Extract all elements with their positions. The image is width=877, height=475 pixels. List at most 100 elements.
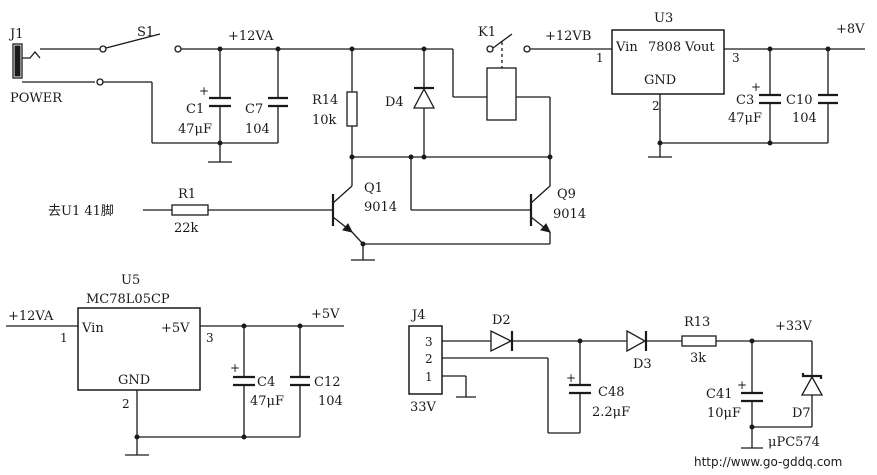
capacitor-c10 (818, 49, 838, 143)
label-u5-part: MC78L05CP (86, 292, 170, 307)
resistor-r1 (143, 204, 333, 216)
junction-dot (360, 241, 366, 247)
u5-out: +5V (161, 321, 190, 336)
relay-k1 (452, 33, 612, 157)
diode-d4 (412, 49, 436, 157)
capacitor-c4 (233, 326, 255, 437)
junction-dot (767, 46, 773, 52)
label-u3: U3 (654, 11, 673, 26)
label-c4-value: 47μF (250, 394, 284, 409)
u3-vin: Vin (615, 40, 638, 55)
label-d7: D7 (792, 406, 811, 421)
label-c4: C4 (257, 375, 275, 390)
capacitor-c7 (268, 49, 288, 143)
junction-dot (217, 46, 223, 52)
j4-pin3: 3 (425, 335, 433, 349)
resistor-r14 (346, 49, 358, 157)
label-d7-part: μPC574 (768, 435, 820, 450)
label-12va-top: +12VA (228, 29, 274, 44)
label-u5: U5 (121, 273, 140, 288)
label-q9: Q9 (557, 187, 576, 202)
junction-dot (217, 140, 223, 146)
label-power: POWER (10, 91, 63, 106)
junction-dot (134, 434, 140, 440)
u5-pin2: 2 (122, 397, 130, 411)
label-33v: +33V (775, 319, 812, 334)
capacitor-c41 (741, 341, 812, 449)
c1-plus: + (199, 84, 209, 98)
junction-dot (577, 338, 583, 344)
label-d4: D4 (385, 95, 404, 110)
label-8v: +8V (836, 22, 865, 37)
label-c48-value: 2.2μF (592, 405, 630, 420)
u3-part: 7808 (648, 40, 681, 55)
label-d3: D3 (633, 357, 652, 372)
u3-vout: Vout (684, 40, 715, 55)
diode-d3 (626, 329, 682, 353)
transistor-q9 (363, 157, 551, 245)
label-r1: R1 (178, 187, 196, 202)
c4-plus: + (230, 361, 240, 375)
label-5v: +5V (311, 307, 340, 322)
u5-gnd: GND (118, 373, 150, 388)
connector-j4 (408, 325, 580, 434)
c41-plus: + (737, 378, 747, 392)
label-j4: J4 (410, 308, 425, 323)
junction-dot (421, 154, 427, 160)
junction-dot (421, 46, 427, 52)
label-c1: C1 (186, 102, 204, 117)
capacitor-c48 (569, 341, 591, 433)
label-j1: J1 (8, 27, 23, 42)
transistor-q1 (331, 183, 375, 261)
junction-dot (241, 434, 247, 440)
junction-dot (657, 140, 663, 146)
junction-dot (275, 46, 281, 52)
switch-s1 (105, 33, 161, 49)
u3-pin3: 3 (732, 51, 740, 65)
capacitor-c1 (208, 49, 232, 163)
junction-dot (749, 424, 755, 430)
label-r13-value: 3k (690, 351, 706, 366)
junction-dot (547, 154, 553, 160)
junction-dot (825, 46, 831, 52)
label-12va-left: +12VA (8, 309, 54, 324)
label-to-u1-pin41: 去U1 41脚 (48, 203, 114, 219)
label-q1: Q1 (364, 181, 383, 196)
resistor-r13 (681, 335, 812, 347)
label-c48: C48 (598, 385, 625, 400)
junction-dot (241, 323, 247, 329)
u5-pin1: 1 (60, 331, 68, 345)
label-r14-value: 10k (312, 113, 337, 128)
c48-plus: + (566, 371, 576, 385)
junction-dot (749, 338, 755, 344)
zener-d7 (800, 341, 824, 427)
j4-pin2: 2 (425, 352, 433, 366)
u3-pin2: 2 (652, 99, 660, 113)
label-c41: C41 (706, 387, 733, 402)
label-d2: D2 (492, 313, 511, 328)
label-r14: R14 (312, 93, 338, 108)
j4-pin1: 1 (425, 370, 433, 384)
u3-pin1: 1 (596, 51, 604, 65)
u3-gnd: GND (644, 73, 676, 88)
junction-dot (767, 140, 773, 146)
label-c7-value: 104 (245, 122, 270, 137)
junction-dot (297, 323, 303, 329)
junction-dot (349, 46, 355, 52)
label-c3: C3 (736, 93, 754, 108)
label-c41-value: 10μF (707, 406, 741, 421)
label-q9-part: 9014 (553, 207, 586, 222)
label-c7: C7 (245, 102, 263, 117)
label-c10: C10 (786, 93, 813, 108)
label-c1-value: 47μF (178, 122, 212, 137)
label-j4-value: 33V (410, 400, 437, 415)
capacitor-c12 (290, 326, 310, 437)
wires-top-left (40, 45, 453, 144)
label-q1-part: 9014 (364, 200, 397, 215)
label-r13: R13 (684, 315, 710, 330)
label-c3-value: 47μF (728, 111, 762, 126)
regulator-u3 (611, 29, 865, 158)
junction-dot (349, 154, 355, 160)
diode-d2 (490, 329, 627, 353)
label-s1: S1 (137, 25, 154, 40)
